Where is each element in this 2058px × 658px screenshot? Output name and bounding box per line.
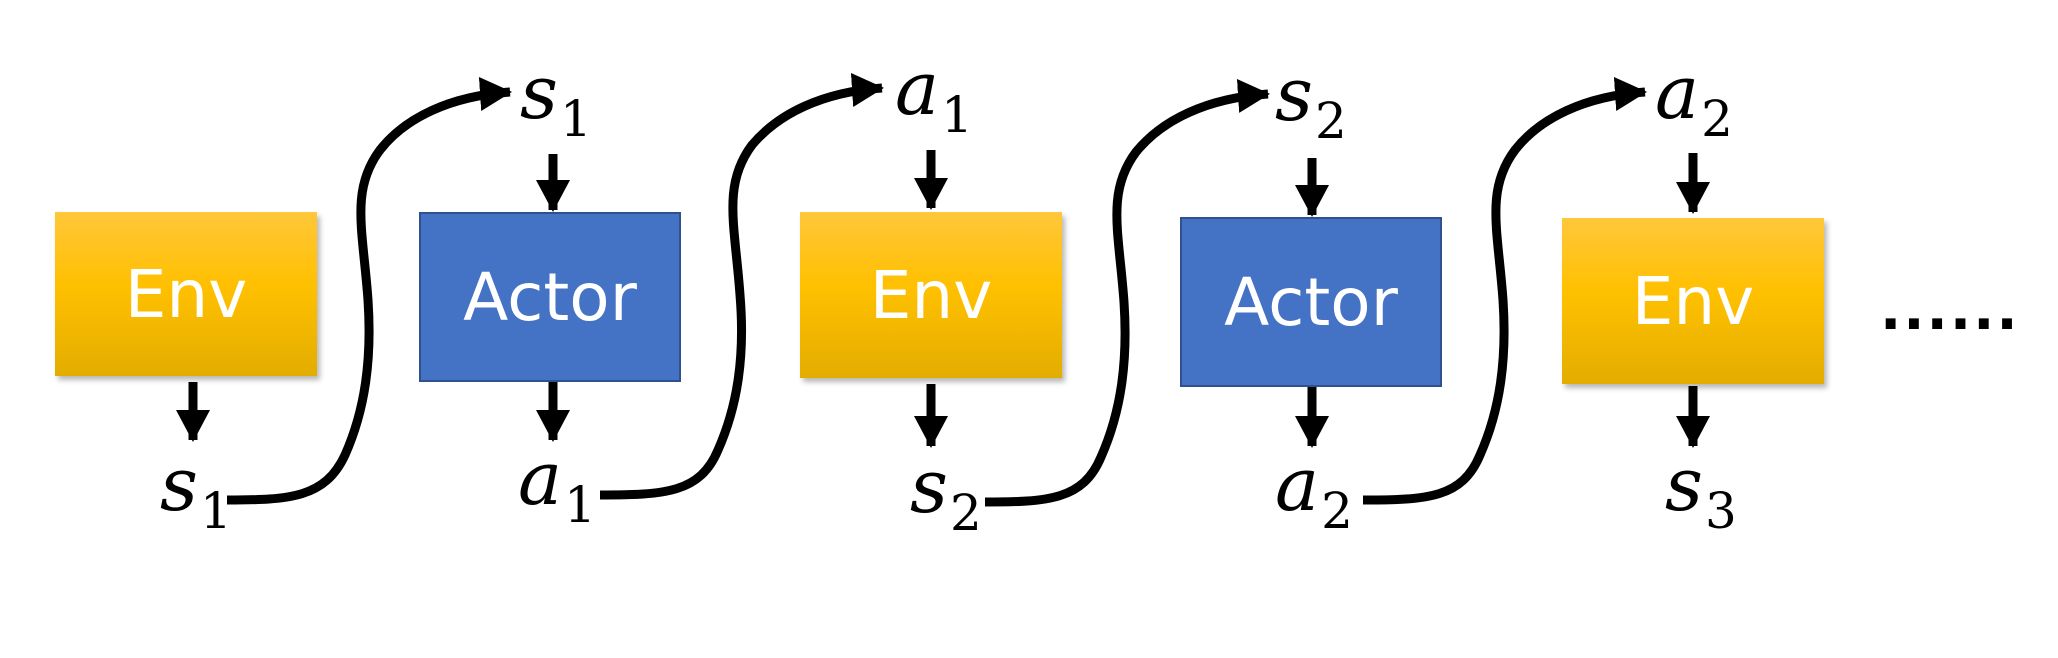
label-top-a1: a1 bbox=[895, 46, 973, 144]
curve-a2 bbox=[1362, 77, 1647, 505]
actor-block-2-label: Actor bbox=[1224, 263, 1398, 341]
label-top-s2: s2 bbox=[1275, 52, 1347, 150]
actor-block-2: Actor bbox=[1180, 217, 1442, 387]
env-block-1: Env bbox=[55, 212, 317, 376]
env-block-2: Env bbox=[800, 212, 1062, 378]
env-block-3: Env bbox=[1562, 218, 1824, 384]
actor-block-1: Actor bbox=[419, 212, 681, 382]
env-block-1-label: Env bbox=[124, 255, 248, 333]
curve-s1 bbox=[226, 77, 512, 505]
env-block-3-label: Env bbox=[1631, 262, 1755, 340]
label-bottom-a1: a1 bbox=[518, 436, 596, 534]
actor-block-1-label: Actor bbox=[463, 258, 637, 336]
continuation-ellipsis: ...... bbox=[1880, 278, 2020, 343]
label-bottom-s3: s3 bbox=[1665, 442, 1737, 540]
curve-s2 bbox=[984, 79, 1270, 507]
label-bottom-a2: a2 bbox=[1275, 442, 1353, 540]
label-top-s1: s1 bbox=[520, 50, 592, 148]
label-bottom-s1: s1 bbox=[160, 442, 232, 540]
label-bottom-s2: s2 bbox=[910, 444, 982, 542]
env-block-2-label: Env bbox=[869, 256, 993, 334]
curve-a1 bbox=[599, 73, 884, 500]
label-top-a2: a2 bbox=[1655, 50, 1733, 148]
